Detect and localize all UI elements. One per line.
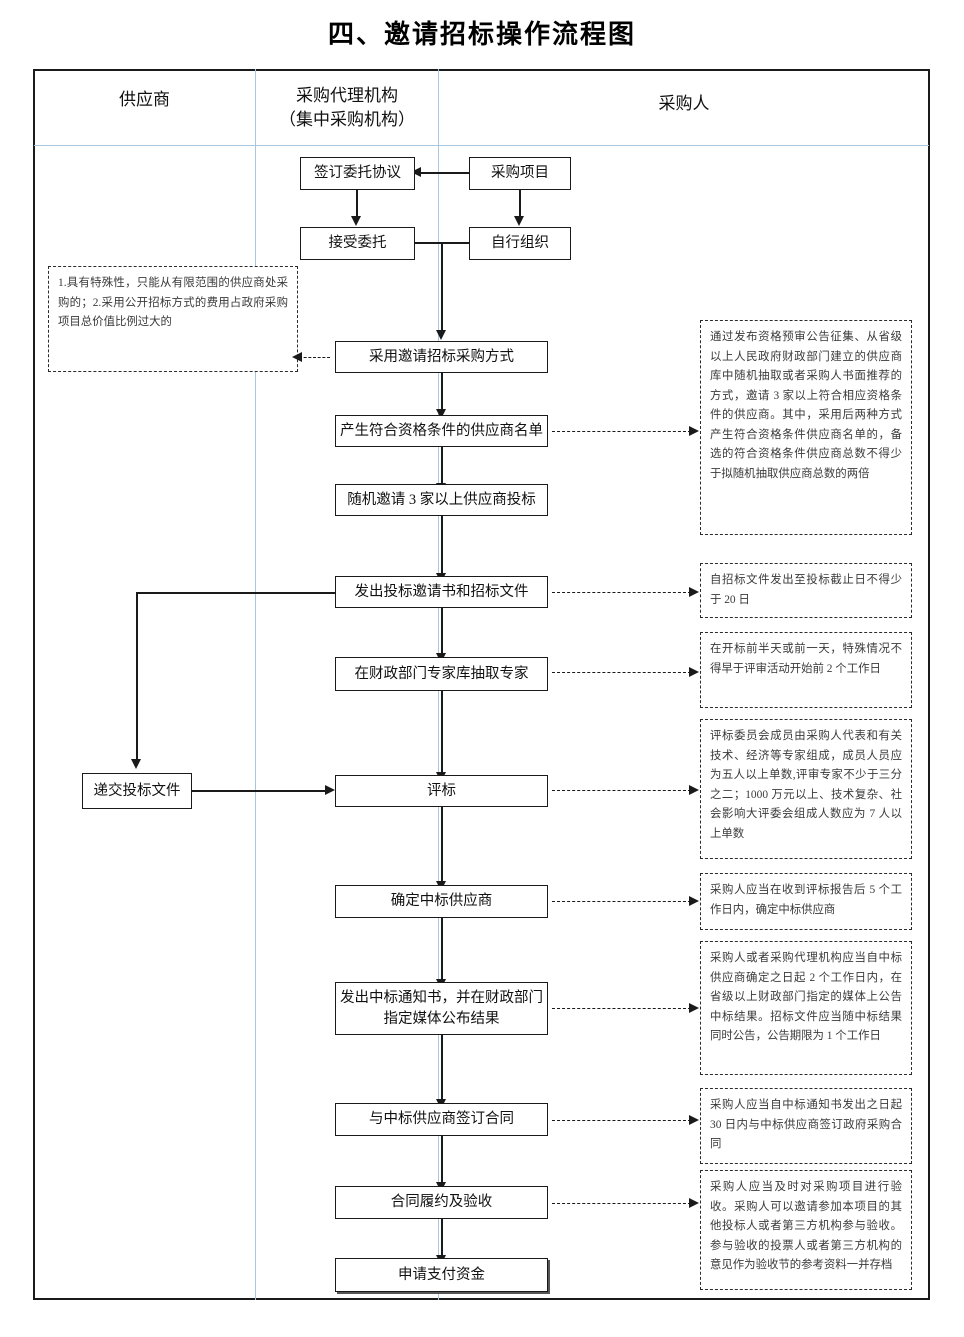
note-expert-draw-rule: 在开标前半天或前一天，特殊情况不得早于评审活动开始前 2 个工作日 xyxy=(700,632,912,708)
connector-issue-to-note xyxy=(552,592,691,593)
box-accept-entrust[interactable]: 接受委托 xyxy=(300,227,415,260)
box-draw-experts[interactable]: 在财政部门专家库抽取专家 xyxy=(335,657,548,691)
arrowhead-project-to-sign xyxy=(411,167,421,177)
note-announce-result-rule: 采购人或者采购代理机构应当自中标供应商确定之日起 2 个工作日内，在省级以上财政… xyxy=(700,941,912,1075)
connector-merge-down xyxy=(441,242,443,331)
arrowhead-experts-to-note xyxy=(689,667,699,677)
arrowhead-performance-to-note xyxy=(689,1198,699,1208)
arrowhead-evaluation-to-note xyxy=(689,785,699,795)
arrowhead-merge-to-invitation xyxy=(436,330,446,340)
connector-issue-to-submit-h xyxy=(136,592,336,594)
connector-project-to-self xyxy=(519,190,521,217)
box-submit-bid-documents[interactable]: 递交投标文件 xyxy=(82,773,192,809)
connector-project-to-sign xyxy=(419,172,469,174)
connector-issue-to-experts xyxy=(441,608,443,655)
box-issue-invitation-documents[interactable]: 发出投标邀请书和招标文件 xyxy=(335,576,548,608)
note-invitation-conditions: 1.具有特殊性，只能从有限范围的供应商处采购的；2.采用公开招标方式的费用占政府… xyxy=(48,266,298,372)
box-determine-winner[interactable]: 确定中标供应商 xyxy=(335,885,548,918)
note-supplier-list-rule: 通过发布资格预审公告征集、从省级以上人民政府财政部门建立的供应商库中随机抽取或者… xyxy=(700,320,912,535)
arrowhead-determine-to-note xyxy=(689,896,699,906)
lane-header-purchaser: 采购人 xyxy=(658,94,710,113)
box-bid-evaluation[interactable]: 评标 xyxy=(335,775,548,807)
arrowhead-contract-to-note xyxy=(689,1115,699,1125)
arrowhead-submit-to-evaluation xyxy=(325,785,335,795)
connector-submit-to-evaluation xyxy=(192,790,327,792)
lane-header-separator xyxy=(34,145,929,146)
box-sign-entrust[interactable]: 签订委托协议 xyxy=(300,157,415,190)
connector-experts-to-note xyxy=(552,672,691,673)
arrowhead-issue-to-submit xyxy=(131,759,141,769)
page-title: 四、邀请招标操作流程图 xyxy=(327,20,636,49)
lane-header-agency-line1: 采购代理机构 xyxy=(296,86,398,105)
connector-evaluation-to-note xyxy=(552,790,691,791)
box-contract-performance[interactable]: 合同履约及验收 xyxy=(335,1186,548,1219)
lane-header-supplier: 供应商 xyxy=(119,90,170,109)
box-issue-award-notice-line2: 指定媒体公布结果 xyxy=(383,1010,500,1027)
lane-header-agency: 采购代理机构 （集中采购机构） xyxy=(256,84,438,132)
arrowhead-list-to-note xyxy=(689,426,699,436)
arrowhead-notice-to-note xyxy=(689,1003,699,1013)
box-sign-contract[interactable]: 与中标供应商签订合同 xyxy=(335,1103,548,1136)
connector-invite-to-issue xyxy=(441,516,443,575)
connector-list-to-invite xyxy=(441,447,443,485)
diagram-frame xyxy=(33,69,930,1300)
arrowhead-sign-to-accept xyxy=(351,216,361,226)
connector-performance-to-payment xyxy=(441,1219,443,1257)
connector-evaluation-to-determine xyxy=(441,807,443,883)
connector-notice-to-contract xyxy=(441,1035,443,1101)
connector-list-to-note xyxy=(552,431,691,432)
arrowhead-project-to-self xyxy=(514,216,524,226)
arrowhead-invitation-to-note xyxy=(292,352,302,362)
connector-invitation-to-note xyxy=(299,357,330,358)
box-issue-award-notice-line1: 发出中标通知书，并在财政部门 xyxy=(340,989,543,1006)
lane-header-agency-line2: （集中采购机构） xyxy=(279,110,415,129)
connector-experts-to-evaluation xyxy=(441,691,443,774)
note-determine-winner-rule: 采购人应当在收到评标报告后 5 个工作日内，确定中标供应商 xyxy=(700,873,912,930)
note-evaluation-committee-rule: 评标委员会成员由采购人代表和有关技术、经济等专家组成，成员人员应为五人以上单数,… xyxy=(700,719,912,859)
connector-issue-to-submit-v xyxy=(136,592,138,761)
box-adopt-invitation-method[interactable]: 采用邀请招标采购方式 xyxy=(335,341,548,373)
box-procurement-project[interactable]: 采购项目 xyxy=(469,157,571,190)
note-sign-contract-rule: 采购人应当自中标通知书发出之日起 30 日内与中标供应商签订政府采购合同 xyxy=(700,1088,912,1164)
box-apply-payment[interactable]: 申请支付资金 xyxy=(335,1258,548,1292)
lane-divider-supplier-agency xyxy=(255,69,256,1300)
connector-contract-to-performance xyxy=(441,1136,443,1184)
connector-determine-to-notice xyxy=(441,918,443,981)
arrowhead-invitation-to-list xyxy=(436,409,446,419)
box-self-organize[interactable]: 自行组织 xyxy=(469,227,571,260)
arrowhead-issue-to-note xyxy=(689,587,699,597)
connector-sign-to-accept xyxy=(356,190,358,217)
connector-determine-to-note xyxy=(552,901,691,902)
connector-contract-to-note xyxy=(552,1120,691,1121)
box-generate-supplier-list[interactable]: 产生符合资格条件的供应商名单 xyxy=(335,415,548,447)
connector-invitation-to-list xyxy=(441,373,443,411)
connector-performance-to-note xyxy=(552,1203,691,1204)
note-bid-deadline-rule: 自招标文件发出至投标截止日不得少于 20 日 xyxy=(700,563,912,618)
connector-notice-to-note xyxy=(552,1008,691,1009)
note-acceptance-rule: 采购人应当及时对采购项目进行验收。采购人可以邀请参加本项目的其他投标人或者第三方… xyxy=(700,1170,912,1290)
box-issue-award-notice[interactable]: 发出中标通知书，并在财政部门 指定媒体公布结果 xyxy=(335,982,548,1035)
box-invite-three-suppliers[interactable]: 随机邀请 3 家以上供应商投标 xyxy=(335,484,548,516)
